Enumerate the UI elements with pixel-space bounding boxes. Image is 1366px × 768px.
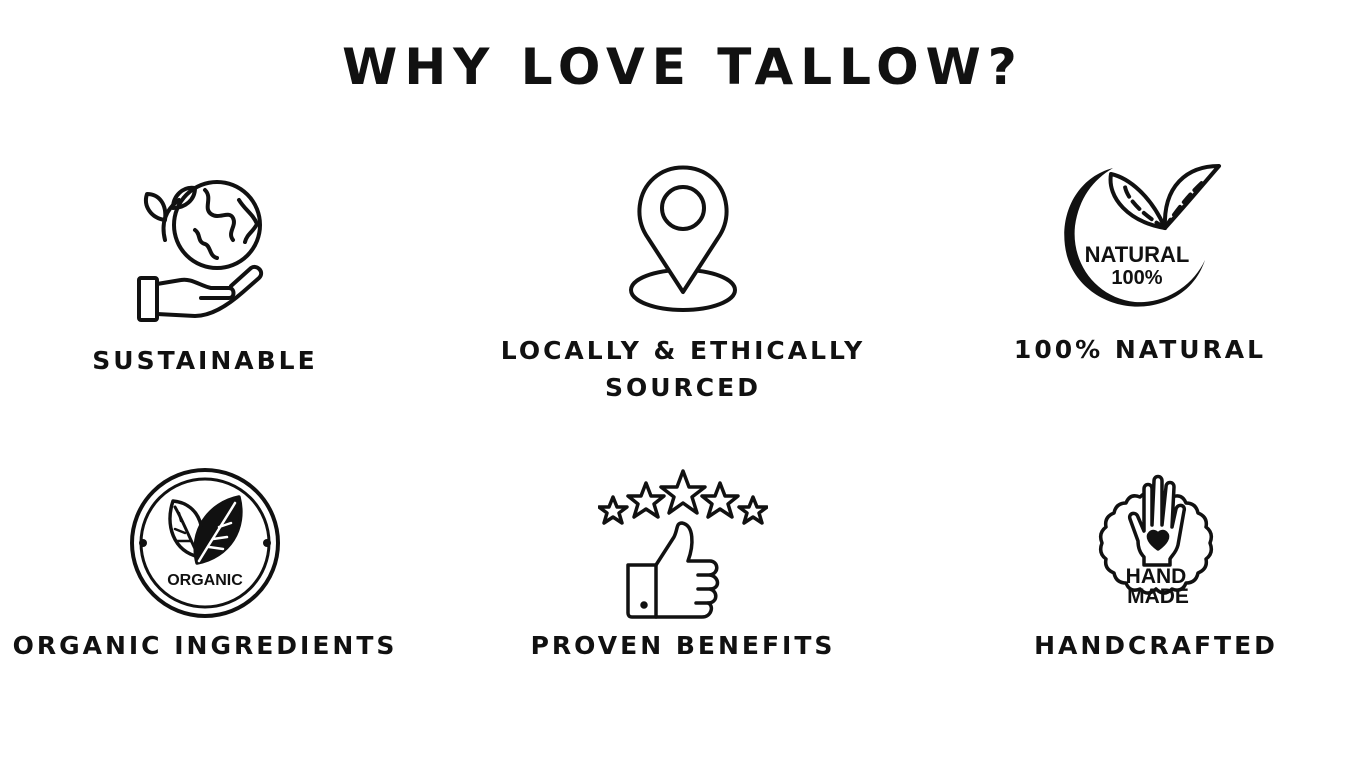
natural-leaf-badge-icon: NATURAL 100% [1064, 164, 1221, 307]
feature-label: LOCALLY & ETHICALLY SOURCED [500, 336, 866, 402]
feature-label: 100% NATURAL [1013, 335, 1267, 364]
feature-proven-benefits: PROVEN BENEFITS [513, 467, 853, 664]
feature-organic: ORGANIC ORGANIC INGREDIENTS [10, 467, 400, 664]
star-icon [659, 469, 707, 515]
star-icon [700, 481, 740, 519]
page-title: WHY LOVE TALLOW? [342, 38, 1024, 96]
feature-label: SUSTAINABLE [92, 346, 318, 375]
location-pin-icon [629, 165, 737, 312]
organic-badge-text: ORGANIC [167, 572, 243, 589]
feature-locally-sourced: LOCALLY & ETHICALLY SOURCED [483, 162, 883, 406]
feature-label: HANDCRAFTED [1034, 631, 1278, 660]
thumbs-up-stars-icon [598, 469, 768, 619]
handmade-badge-hand: HAND [1126, 565, 1187, 588]
feature-label: PROVEN BENEFITS [530, 631, 836, 660]
star-icon [626, 481, 666, 519]
organic-badge-icon: ORGANIC [130, 468, 280, 618]
feature-sustainable: SUSTAINABLE [45, 180, 365, 379]
star-icon [598, 495, 629, 525]
earth-hand-icon [137, 180, 264, 322]
handmade-badge-made: MADE [1127, 585, 1189, 608]
star-icon [737, 495, 768, 525]
feature-label: ORGANIC INGREDIENTS [12, 631, 398, 660]
feature-natural: NATURAL 100% 100% NATURAL [1000, 162, 1280, 368]
natural-badge-line2: 100% [1111, 267, 1162, 289]
natural-badge-line1: NATURAL [1085, 242, 1190, 267]
handmade-badge-icon: HAND MADE [1098, 474, 1214, 608]
feature-handcrafted: HAND MADE HANDCRAFTED [1016, 467, 1296, 664]
